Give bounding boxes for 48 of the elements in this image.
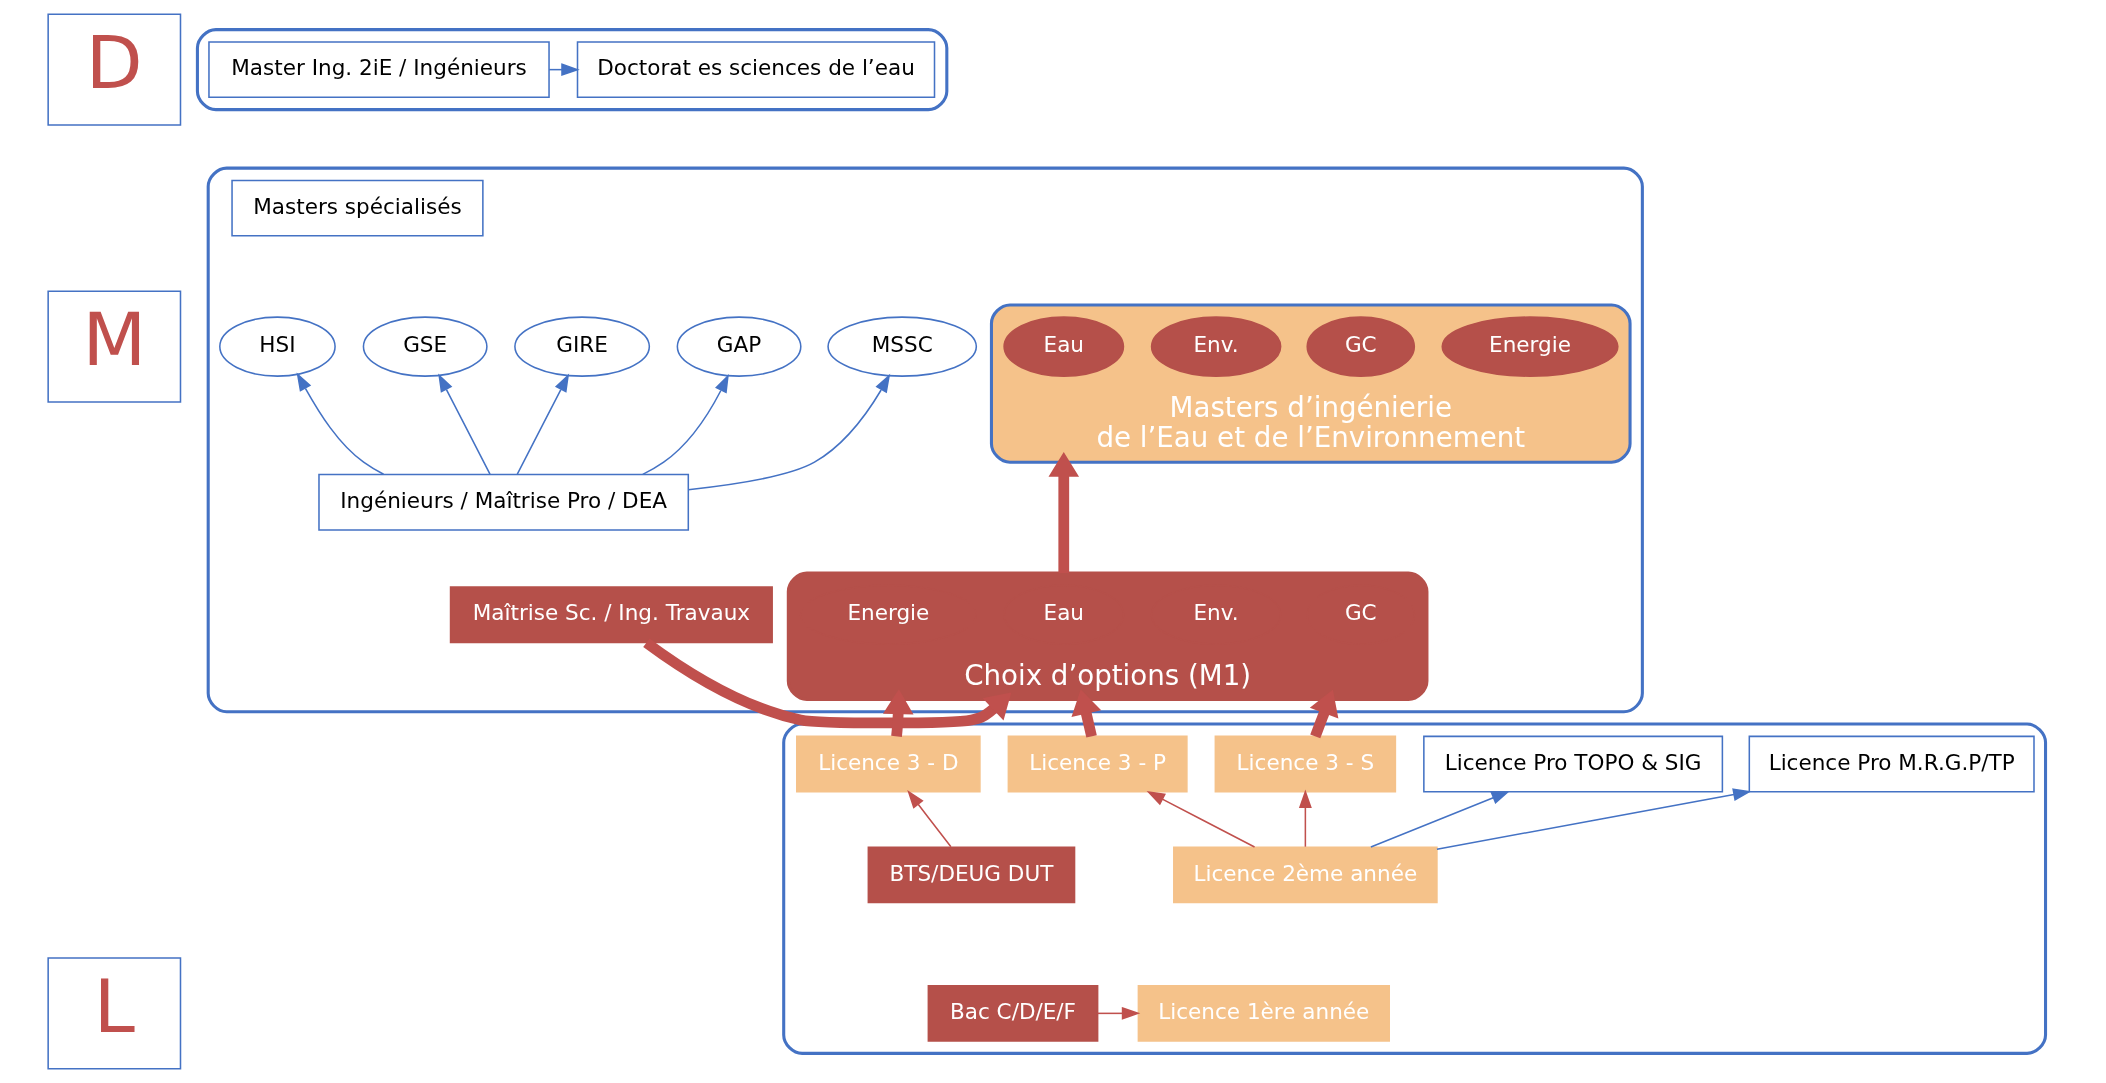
arrow (1048, 451, 1080, 573)
arrow (687, 373, 891, 491)
arrow (438, 373, 491, 475)
arrow (1436, 788, 1752, 850)
node-box: Bac C/D/E/F (927, 984, 1099, 1042)
node-box: Licence Pro M.R.G.P/TP (1748, 735, 2035, 793)
node-box: Doctorat es sciences de l’eau (576, 41, 936, 99)
node-ellipse: GAP (676, 316, 802, 377)
node-box: Licence 3 - D (796, 735, 981, 793)
arrow (643, 638, 1012, 729)
node-ellipse: HSI (219, 316, 336, 377)
node-box: L (47, 957, 182, 1070)
node-text: GC (1344, 600, 1377, 626)
node-ellipse: Eau (1003, 316, 1125, 377)
cluster (195, 28, 949, 112)
arrow (642, 373, 729, 476)
arrow (1097, 1006, 1141, 1020)
node-text: Energie (847, 600, 930, 626)
arrow (907, 790, 952, 848)
arrow (1298, 789, 1312, 848)
node-box: Master Ing. 2iE / Ingénieurs (208, 41, 550, 99)
node-box: Ingénieurs / Maîtrise Pro / DEA (318, 473, 690, 531)
node-box: Licence 1ère année (1137, 984, 1390, 1042)
node-ellipse: GSE (362, 316, 488, 377)
node-ellipse: MSSC (827, 316, 978, 377)
cluster (782, 722, 2048, 1055)
arrow (1309, 689, 1339, 739)
arrow (1146, 791, 1256, 848)
node-box: Licence 3 - P (1007, 735, 1188, 793)
node-box: D (47, 13, 182, 126)
arrow (1370, 791, 1510, 848)
node-text: Env. (1193, 600, 1239, 626)
node-box: Maîtrise Sc. / Ing. Travaux (449, 586, 773, 644)
node-box: Masters spécialisés (231, 179, 484, 237)
node-ellipse: GIRE (514, 316, 651, 377)
arrow (883, 689, 914, 737)
node-box: Licence 3 - S (1214, 735, 1397, 793)
arrow (296, 372, 385, 475)
node-text: Eau (1043, 600, 1084, 626)
node-ellipse: Energie (1441, 316, 1619, 377)
node-box: M (47, 290, 182, 403)
node-box: BTS/DEUG DUT (867, 846, 1076, 904)
node-ellipse: GC (1306, 316, 1416, 377)
arrow (1071, 689, 1102, 738)
arrow (516, 373, 570, 475)
node-box: Licence Pro TOPO & SIG (1423, 735, 1724, 793)
node-ellipse: Env. (1150, 316, 1282, 377)
node-box: Licence 2ème année (1173, 846, 1438, 904)
